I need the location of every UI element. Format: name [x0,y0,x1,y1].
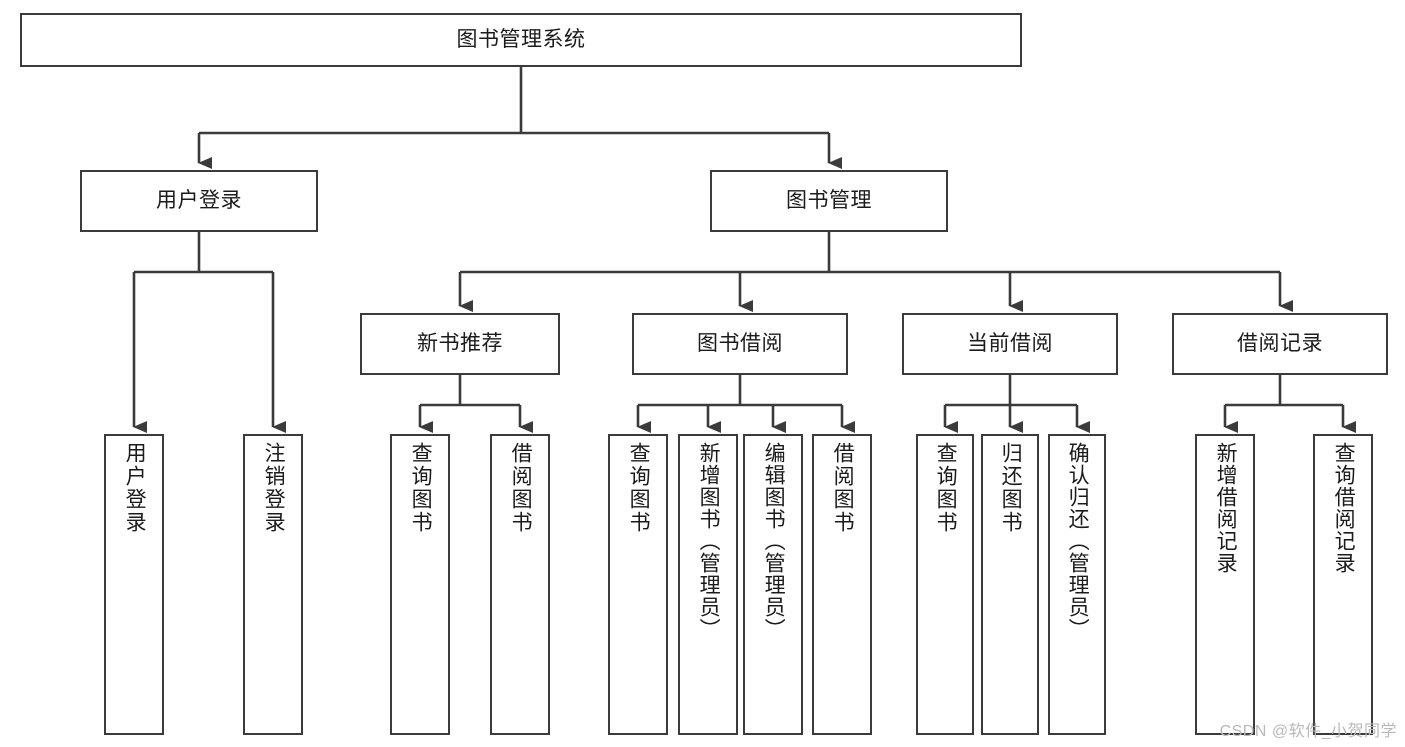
node-leaf-borrow-book-1-label: 借阅图书 [509,442,533,534]
node-leaf-borrow-book-2[interactable]: 借阅图书 [812,434,872,735]
node-leaf-add-book[interactable]: 新增图书（管理员） [678,434,738,735]
node-leaf-edit-book[interactable]: 编辑图书（管理员） [743,434,803,735]
node-leaf-query-book-3[interactable]: 查询图书 [916,434,974,735]
node-book-management[interactable]: 图书管理 [710,170,948,232]
node-book-borrow[interactable]: 图书借阅 [632,313,848,375]
node-current-borrow[interactable]: 当前借阅 [902,313,1118,375]
node-leaf-add-record[interactable]: 新增借阅记录 [1195,434,1255,735]
node-leaf-user-login-label: 用户登录 [123,442,147,534]
node-leaf-query-book-3-label: 查询图书 [934,442,958,534]
node-leaf-add-record-label: 新增借阅记录 [1214,442,1238,574]
node-borrow-record-label: 借阅记录 [1237,331,1323,355]
node-current-borrow-label: 当前借阅 [967,331,1053,355]
node-leaf-query-record[interactable]: 查询借阅记录 [1313,434,1373,735]
node-leaf-return-book[interactable]: 归还图书 [981,434,1039,735]
node-leaf-user-login[interactable]: 用户登录 [104,434,164,735]
node-book-management-label: 图书管理 [786,188,872,212]
node-leaf-add-book-label: 新增图书（管理员） [697,442,721,640]
node-leaf-confirm-return-label: 确认归还（管理员） [1066,442,1090,640]
node-user-login-label: 用户登录 [156,188,242,212]
node-user-login[interactable]: 用户登录 [80,170,318,232]
node-leaf-logout-label: 注销登录 [262,442,286,534]
node-leaf-return-book-label: 归还图书 [999,442,1023,534]
node-leaf-query-record-label: 查询借阅记录 [1332,442,1356,574]
node-leaf-query-book-1[interactable]: 查询图书 [390,434,450,735]
node-new-book-recommend[interactable]: 新书推荐 [360,313,560,375]
node-leaf-confirm-return[interactable]: 确认归还（管理员） [1048,434,1106,735]
node-leaf-query-book-1-label: 查询图书 [409,442,433,534]
node-leaf-query-book-2[interactable]: 查询图书 [608,434,668,735]
node-root[interactable]: 图书管理系统 [20,13,1022,67]
node-new-book-recommend-label: 新书推荐 [417,331,503,355]
node-leaf-edit-book-label: 编辑图书（管理员） [762,442,786,640]
csdn-watermark: CSDN @软件_小贺同学 [1219,723,1397,740]
node-root-label: 图书管理系统 [456,27,586,51]
node-leaf-borrow-book-1[interactable]: 借阅图书 [490,434,550,735]
node-borrow-record[interactable]: 借阅记录 [1172,313,1388,375]
node-leaf-logout[interactable]: 注销登录 [243,434,303,735]
node-book-borrow-label: 图书借阅 [697,331,783,355]
node-leaf-query-book-2-label: 查询图书 [627,442,651,534]
node-leaf-borrow-book-2-label: 借阅图书 [831,442,855,534]
